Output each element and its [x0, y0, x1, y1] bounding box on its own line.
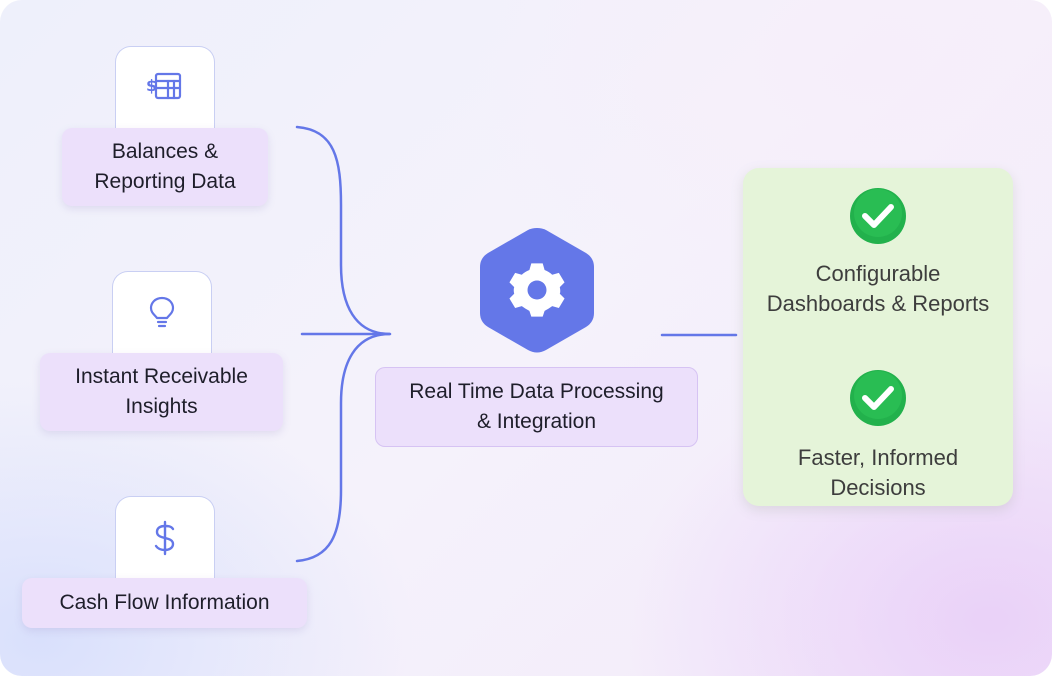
lightbulb-icon [149, 296, 175, 328]
output-label-decisions: Faster, Informed Decisions [797, 445, 959, 500]
input-label-cashflow: Cash Flow Information [22, 578, 307, 628]
gear-icon [509, 263, 565, 317]
input-icon-card-balances: $ [115, 46, 215, 134]
input-icon-card-cashflow [115, 496, 215, 582]
output-label-dashboards: Configurable Dashboards & Reports [766, 261, 990, 316]
processing-label: Real Time Data Processing & Integration [375, 367, 698, 447]
green-check-icon [850, 188, 906, 244]
input-label-balances: Balances & Reporting Data [62, 128, 268, 206]
processing-hexagon [480, 228, 594, 353]
brace-connector [295, 125, 391, 563]
spreadsheet-dollar-icon: $ [146, 72, 182, 100]
input-label-insights: Instant Receivable Insights [40, 353, 283, 431]
svg-text:$: $ [146, 76, 157, 95]
input-icon-card-insights [112, 271, 212, 359]
green-check-icon [850, 370, 906, 426]
dollar-sign-icon [154, 520, 175, 556]
